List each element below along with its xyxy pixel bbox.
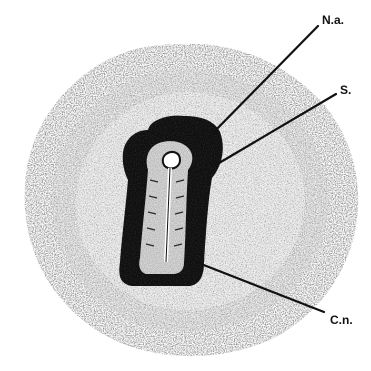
label-na: N.a. [322, 13, 344, 27]
label-cn: C.n. [330, 313, 353, 327]
label-s: S. [340, 83, 351, 97]
central-column [139, 141, 192, 274]
